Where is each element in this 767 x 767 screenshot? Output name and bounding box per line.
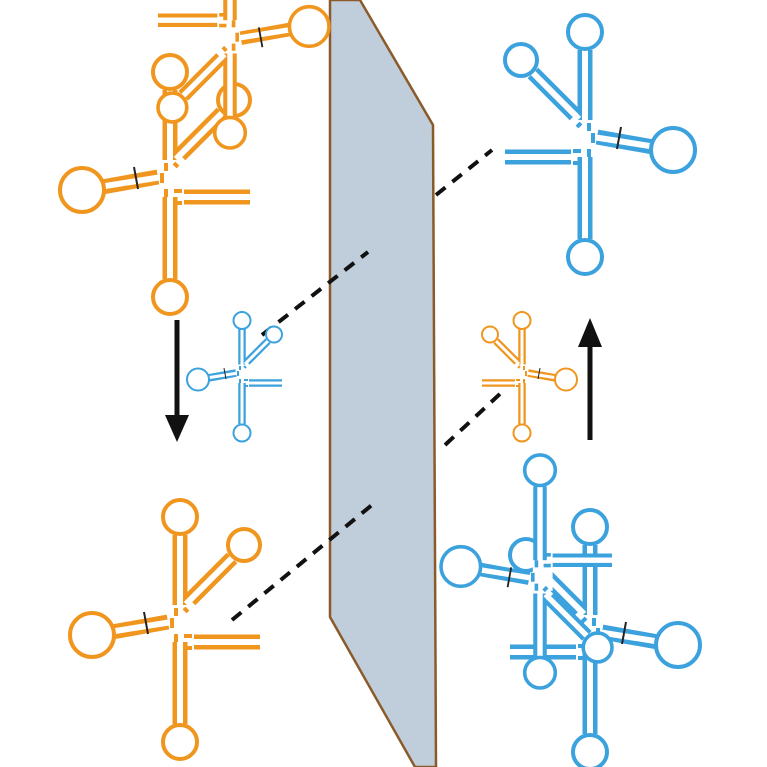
dashed-link — [443, 390, 504, 447]
dashed-link — [260, 250, 370, 337]
rna-cloverleaf-blue-small — [187, 312, 285, 442]
dashed-link — [230, 498, 380, 622]
arrow-up-icon — [578, 318, 602, 440]
rna-cloverleaf-blue-top — [500, 15, 695, 274]
dashed-links — [230, 148, 504, 622]
dashed-link — [434, 148, 494, 197]
arrow-down-icon — [165, 320, 189, 442]
rna-cloverleaf-orange-bottom — [70, 500, 265, 759]
rna-cloverleaf-orange-small — [480, 312, 578, 442]
mirror-plane — [328, 0, 438, 767]
